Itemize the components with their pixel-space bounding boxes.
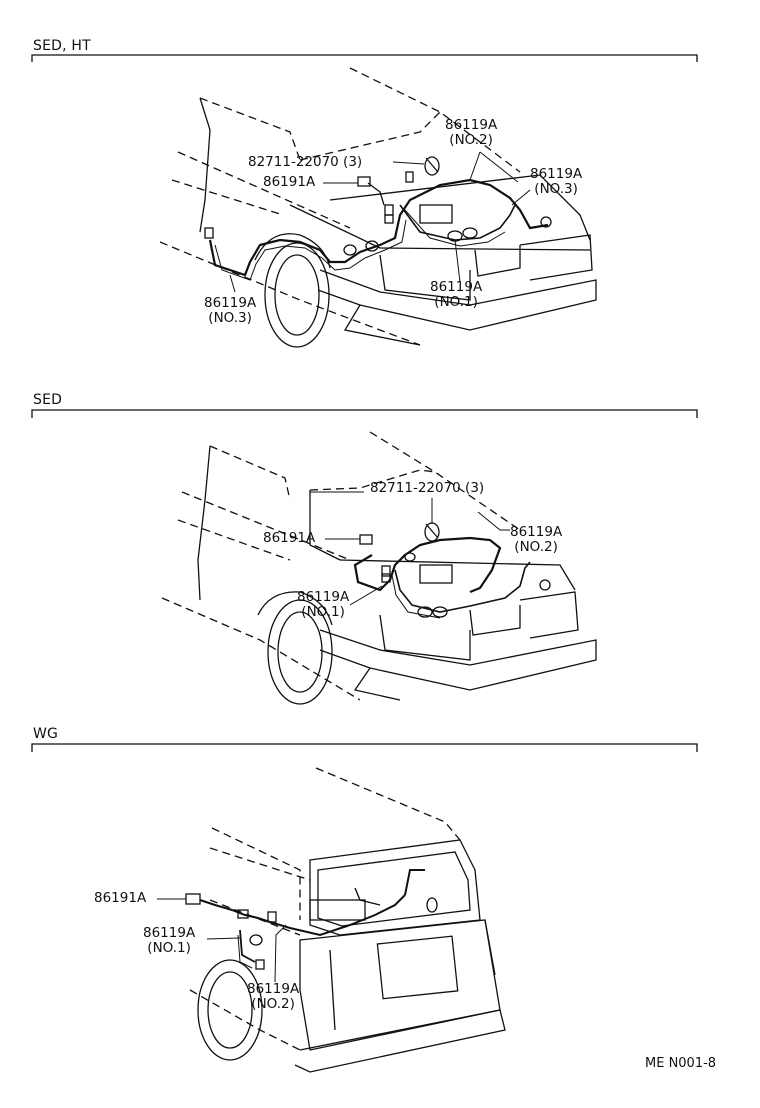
part-number: 86191A — [263, 174, 316, 190]
part-variant: (NO.2) — [251, 996, 295, 1012]
section-bracket-wg — [31, 743, 698, 752]
part-callout: 86119A (NO.2) — [445, 118, 497, 148]
part-number: 86119A — [445, 117, 498, 133]
section-title-sed: SED — [33, 392, 63, 408]
part-number: 86119A — [204, 295, 257, 311]
part-callout: 86119A (NO.2) — [510, 525, 562, 555]
part-variant: (NO.1) — [434, 294, 478, 310]
part-variant: (NO.2) — [449, 132, 493, 148]
part-variant: (NO.3) — [208, 310, 252, 326]
diagram-code: ME N001-8 — [645, 1056, 717, 1071]
part-number: 86191A — [263, 530, 316, 546]
part-variant: (NO.2) — [514, 539, 558, 555]
part-number: 86119A — [297, 589, 350, 605]
part-number: 82711-22070 (3) — [370, 480, 485, 496]
part-number: 86119A — [430, 279, 483, 295]
part-callout: 86119A (NO.3) — [530, 167, 582, 197]
part-callout: 82711-22070 (3) — [370, 481, 484, 496]
part-number: 86119A — [510, 524, 563, 540]
part-callout: 86191A — [263, 531, 315, 546]
part-number: 86119A — [530, 166, 583, 182]
part-callout: 86119A (NO.1) — [143, 926, 195, 956]
part-number: 86119A — [247, 981, 300, 997]
car-wg-illustration — [157, 767, 506, 1073]
part-variant: (NO.1) — [301, 604, 345, 620]
part-callout: 86119A (NO.3) — [204, 296, 256, 326]
part-variant: (NO.3) — [534, 181, 578, 197]
section-title-sed-ht: SED, HT — [33, 38, 91, 54]
part-number: 82711-22070 (3) — [248, 154, 363, 170]
part-callout: 82711-22070 (3) — [248, 155, 362, 170]
section-title-wg: WG — [33, 726, 59, 742]
section-bracket-sed — [31, 409, 698, 418]
part-callout: 86119A (NO.1) — [430, 280, 482, 310]
part-callout: 86119A (NO.2) — [247, 982, 299, 1012]
car-sed-ht-illustration — [159, 67, 597, 348]
part-number: 86119A — [143, 925, 196, 941]
part-callout: 86191A — [94, 891, 146, 906]
part-callout: 86119A (NO.1) — [297, 590, 349, 620]
car-sed-illustration — [161, 431, 597, 705]
part-callout: 86191A — [263, 175, 315, 190]
section-bracket-sed-ht — [31, 54, 698, 62]
part-number: 86191A — [94, 890, 147, 906]
part-variant: (NO.1) — [147, 940, 191, 956]
